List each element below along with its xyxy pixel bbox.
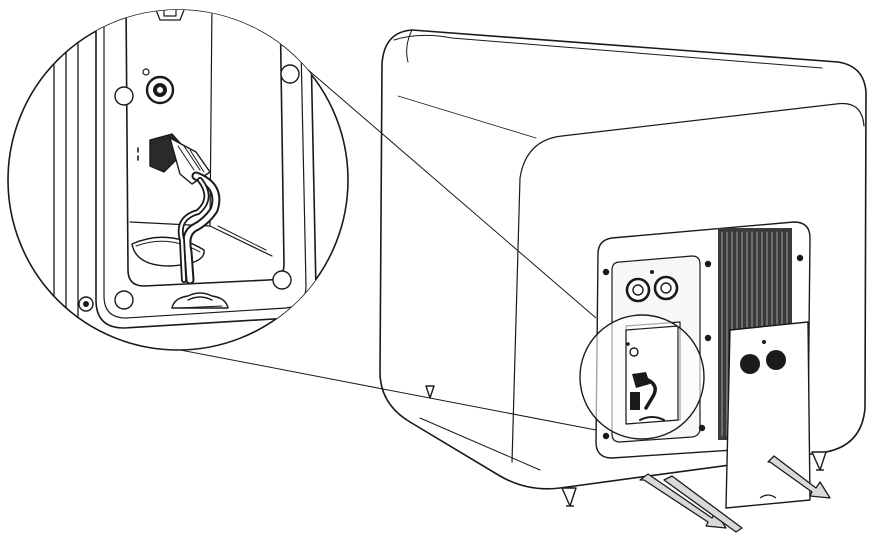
detail-callout-magnified (7, 9, 349, 351)
detail-callout-small (579, 314, 705, 440)
cabinet-feet (425, 385, 827, 507)
input-jacks (625, 270, 679, 303)
callout-leader-lines (117, 55, 597, 431)
slide-arrows (639, 455, 831, 533)
cover-plate (725, 321, 811, 509)
